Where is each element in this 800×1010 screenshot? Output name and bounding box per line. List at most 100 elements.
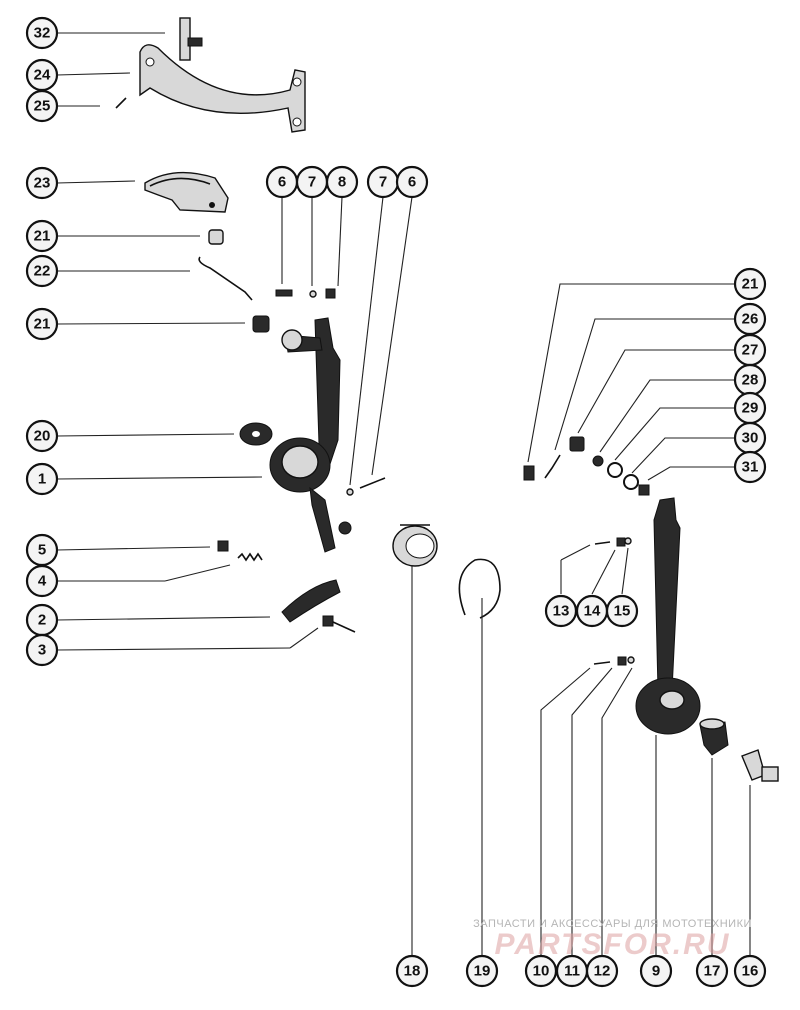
callout-12: 12 xyxy=(585,954,619,988)
part-4-spring xyxy=(237,552,263,562)
watermark-tagline: ЗАПЧАСТИ И АКСЕССУАРЫ ДЛЯ МОТОТЕХНИКИ xyxy=(473,918,752,930)
callout-6: 6 xyxy=(395,165,429,199)
part-29-washer xyxy=(607,462,623,478)
callout-label: 12 xyxy=(594,963,611,980)
callout-label: 21 xyxy=(34,228,51,245)
callout-31: 31 xyxy=(733,450,767,484)
watermark: ЗАПЧАСТИ И АКСЕССУАРЫ ДЛЯ МОТОТЕХНИКИ PA… xyxy=(440,918,785,962)
callout-label: 6 xyxy=(278,174,286,191)
callout-label: 1 xyxy=(38,471,46,488)
callout-label: 21 xyxy=(34,316,51,333)
callout-label: 5 xyxy=(38,542,46,559)
callout-label: 4 xyxy=(38,573,47,590)
callout-label: 28 xyxy=(742,372,759,389)
callout-5: 5 xyxy=(25,533,59,567)
callout-label: 16 xyxy=(742,963,759,980)
callout-20: 20 xyxy=(25,419,59,453)
callout-8: 8 xyxy=(325,165,359,199)
callout-29: 29 xyxy=(733,391,767,425)
callout-label: 6 xyxy=(408,174,416,191)
callout-6: 6 xyxy=(265,165,299,199)
callout-label: 31 xyxy=(742,459,759,476)
part-25-pin xyxy=(115,97,127,109)
callout-label: 29 xyxy=(742,400,759,417)
part-10-11-12-hardware xyxy=(593,656,635,666)
callout-26: 26 xyxy=(733,302,767,336)
callout-13: 13 xyxy=(544,594,578,628)
callout-17: 17 xyxy=(695,954,729,988)
callout-24: 24 xyxy=(25,58,59,92)
part-2-link xyxy=(281,579,341,623)
callout-19: 19 xyxy=(465,954,499,988)
part-13-14-15-hardware xyxy=(594,537,632,547)
part-24-link xyxy=(139,44,306,133)
callout-label: 17 xyxy=(704,963,721,980)
callout-9: 9 xyxy=(639,954,673,988)
part-23-cam xyxy=(144,171,229,213)
callout-label: 7 xyxy=(308,174,316,191)
callout-label: 30 xyxy=(742,430,759,447)
part-26-rod xyxy=(544,454,561,479)
part-27-fitting xyxy=(569,436,585,452)
callout-27: 27 xyxy=(733,333,767,367)
callout-21: 21 xyxy=(733,267,767,301)
part-1-throttle-lever xyxy=(269,317,352,553)
part-19-spring-clip xyxy=(458,558,501,619)
part-22-rod xyxy=(198,256,253,301)
callout-label: 15 xyxy=(614,603,631,620)
callout-label: 10 xyxy=(533,963,550,980)
callout-18: 18 xyxy=(395,954,429,988)
callout-label: 7 xyxy=(379,174,387,191)
part-3-screw xyxy=(322,615,356,633)
callout-7: 7 xyxy=(366,165,400,199)
callout-label: 25 xyxy=(34,98,51,115)
callout-label: 14 xyxy=(584,603,601,620)
part-21-nut-right xyxy=(523,465,535,481)
callout-label: 19 xyxy=(474,963,491,980)
part-21-nut-upper xyxy=(208,229,224,245)
callout-label: 11 xyxy=(564,963,580,980)
callout-32: 32 xyxy=(25,16,59,50)
part-18-bushing xyxy=(392,524,438,567)
callout-30: 30 xyxy=(733,421,767,455)
part-31-nut xyxy=(638,484,650,496)
callout-label: 8 xyxy=(338,174,346,191)
callout-15: 15 xyxy=(605,594,639,628)
part-28-washer xyxy=(592,455,604,467)
callout-28: 28 xyxy=(733,363,767,397)
part-5-nut xyxy=(217,540,229,552)
callout-label: 9 xyxy=(652,963,660,980)
callout-label: 22 xyxy=(34,263,51,280)
callout-label: 18 xyxy=(404,963,421,980)
callout-label: 21 xyxy=(742,276,759,293)
callout-label: 3 xyxy=(38,642,46,659)
part-16-bolt xyxy=(741,749,779,782)
watermark-brand: PARTSFOR.RU xyxy=(494,928,731,961)
callout-label: 2 xyxy=(38,612,46,629)
part-21-nut-mid xyxy=(252,315,270,333)
callout-2: 2 xyxy=(25,603,59,637)
part-30-washer xyxy=(623,474,639,490)
callout-1: 1 xyxy=(25,462,59,496)
callout-22: 22 xyxy=(25,254,59,288)
callout-23: 23 xyxy=(25,166,59,200)
callout-label: 23 xyxy=(34,175,51,192)
part-drawings xyxy=(115,17,779,782)
callout-16: 16 xyxy=(733,954,767,988)
part-17-bushing xyxy=(699,718,729,756)
part-9-lever xyxy=(635,497,701,735)
callout-14: 14 xyxy=(575,594,609,628)
part-32-bracket xyxy=(179,17,203,61)
callout-label: 27 xyxy=(742,342,759,359)
callout-25: 25 xyxy=(25,89,59,123)
leader-lines xyxy=(56,32,751,955)
callout-4: 4 xyxy=(25,564,59,598)
callout-label: 24 xyxy=(34,67,51,84)
callout-21: 21 xyxy=(25,307,59,341)
callout-7: 7 xyxy=(295,165,329,199)
callout-label: 20 xyxy=(34,428,51,445)
callout-3: 3 xyxy=(25,633,59,667)
callout-21: 21 xyxy=(25,219,59,253)
callout-label: 32 xyxy=(34,25,51,42)
